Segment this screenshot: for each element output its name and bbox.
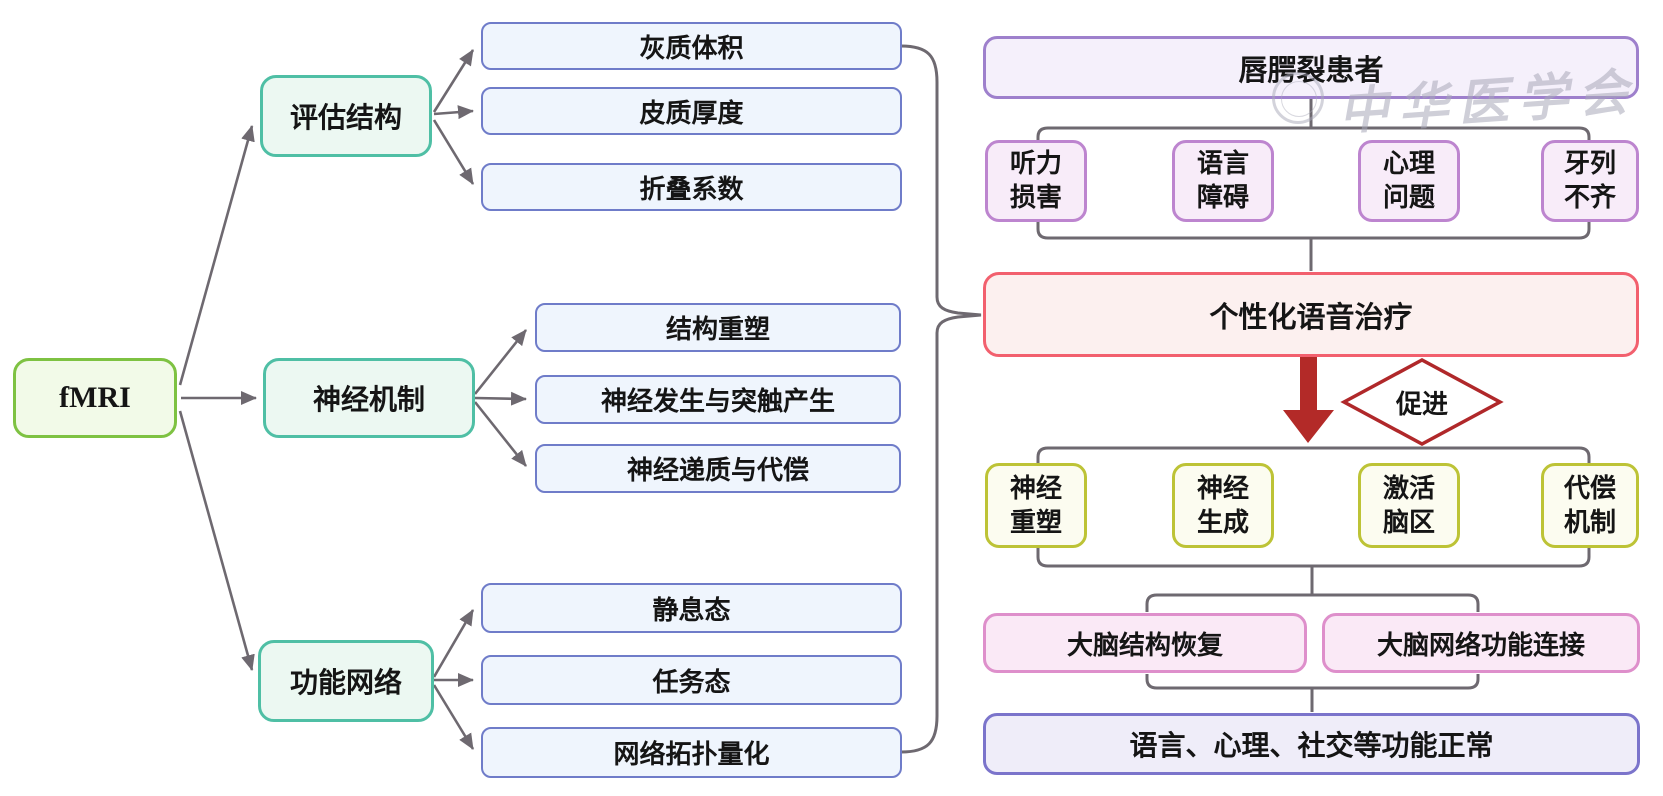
mechanism-line: 神经 (1009, 473, 1062, 503)
symptom-line: 牙列 (1563, 149, 1616, 179)
node-normal-functions: 语言、心理、社交等功能正常 (983, 713, 1640, 775)
mechanism-line: 代偿 (1563, 473, 1616, 503)
node-cleft-patient: 唇腭裂患者 (983, 36, 1639, 99)
mechanism-neurogenesis: 神经 生成 (1172, 463, 1274, 548)
promote-diamond (1340, 358, 1504, 446)
branch-label: 评估结构 (289, 103, 402, 134)
mechanism-line: 生成 (1196, 507, 1249, 537)
leaf-label: 网络拓扑量化 (613, 740, 770, 769)
mechanism-compensation: 代偿 机制 (1541, 463, 1639, 548)
leaf-cortical-thickness: 皮质厚度 (481, 87, 902, 135)
brace-connector (900, 44, 982, 754)
leaf-folding-coefficient: 折叠系数 (481, 163, 902, 211)
node-fmri: fMRI (13, 358, 177, 438)
outcome-brain-network-connectivity: 大脑网络功能连接 (1322, 613, 1640, 673)
patient-symptom-bus (1036, 99, 1591, 271)
symptom-line: 听力 (1009, 149, 1062, 179)
symptom-psychological-problems: 心理 问题 (1358, 140, 1460, 222)
symptom-hearing-impairment: 听力 损害 (985, 140, 1087, 222)
outcome-label: 大脑网络功能连接 (1376, 630, 1585, 660)
leaf-label: 神经递质与代偿 (626, 456, 809, 485)
branch-leaf-arrows (432, 49, 528, 750)
node-fmri-label: fMRI (59, 381, 131, 414)
symptom-line: 心理 (1382, 149, 1435, 179)
symptom-line: 不齐 (1563, 183, 1616, 212)
root-branch-arrows (178, 125, 257, 671)
symptom-line: 障碍 (1196, 183, 1249, 212)
symptom-line: 损害 (1009, 183, 1062, 212)
final-label: 语言、心理、社交等功能正常 (1129, 731, 1494, 762)
patient-label: 唇腭裂患者 (1238, 54, 1384, 87)
mechanism-brain-activation: 激活 脑区 (1358, 463, 1460, 548)
outcome-brain-structure-recovery: 大脑结构恢复 (983, 613, 1307, 673)
node-structure-assessment: 评估结构 (260, 75, 432, 157)
leaf-label: 皮质厚度 (639, 98, 744, 128)
leaf-resting-state: 静息态 (481, 583, 902, 633)
leaf-neurotransmitter-compensation: 神经递质与代偿 (535, 444, 901, 493)
promote-arrow (1283, 357, 1334, 443)
leaf-neurogenesis-synaptogenesis: 神经发生与突触产生 (535, 375, 901, 424)
node-neural-mechanism: 神经机制 (263, 358, 475, 438)
outcome-label: 大脑结构恢复 (1066, 630, 1223, 660)
mechanism-bus (1036, 446, 1591, 595)
branch-label: 功能网络 (289, 668, 402, 699)
mechanism-line: 机制 (1563, 507, 1616, 537)
leaf-gray-matter-volume: 灰质体积 (481, 22, 902, 70)
node-personalized-speech-therapy: 个性化语音治疗 (983, 272, 1639, 357)
node-functional-network: 功能网络 (258, 640, 434, 722)
mechanism-line: 神经 (1196, 473, 1249, 503)
leaf-label: 静息态 (652, 595, 731, 625)
leaf-label: 折叠系数 (639, 174, 744, 204)
mechanism-neural-remodeling: 神经 重塑 (985, 463, 1087, 548)
mechanism-line: 激活 (1382, 473, 1435, 503)
leaf-network-topology: 网络拓扑量化 (481, 727, 902, 778)
leaf-label: 灰质体积 (639, 33, 744, 63)
outcome-bracket (1145, 593, 1480, 712)
leaf-label: 任务态 (652, 667, 731, 697)
mechanism-line: 脑区 (1382, 507, 1435, 537)
branch-label: 神经机制 (312, 385, 425, 416)
mechanism-line: 重塑 (1009, 507, 1062, 537)
symptom-misaligned-teeth: 牙列 不齐 (1541, 140, 1639, 222)
leaf-task-state: 任务态 (481, 655, 902, 705)
symptom-line: 问题 (1382, 183, 1435, 212)
promote-text: 促进 (1395, 389, 1448, 419)
symptom-language-disorder: 语言 障碍 (1172, 140, 1274, 222)
promote-label: 促进 (1362, 382, 1482, 422)
leaf-structural-remodeling: 结构重塑 (535, 303, 901, 352)
symptom-line: 语言 (1196, 149, 1249, 179)
therapy-label: 个性化语音治疗 (1209, 301, 1413, 334)
leaf-label: 神经发生与突触产生 (600, 387, 835, 416)
leaf-label: 结构重塑 (665, 315, 770, 344)
